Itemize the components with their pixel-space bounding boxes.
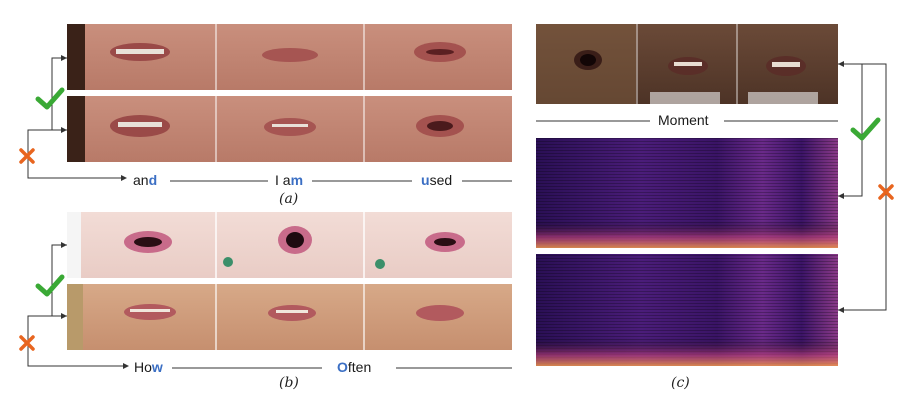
caption-b: (b): [279, 375, 299, 391]
word-i-am: I am: [272, 172, 307, 188]
check-icon: [35, 274, 65, 297]
check-icon: [850, 117, 881, 141]
panel-c-arrows: [838, 63, 887, 311]
arrow-icon: [61, 55, 67, 61]
spectrogram-bottom: [536, 254, 838, 366]
caption-c: (c): [671, 375, 690, 391]
arrow-icon: [61, 313, 67, 319]
word-how: How: [131, 359, 166, 375]
panel-b-frames: [67, 212, 512, 350]
arrow-icon: [838, 61, 844, 67]
cross-icon: [19, 148, 35, 164]
arrow-icon: [61, 127, 67, 133]
arrow-icon: [61, 242, 67, 248]
arrow-icon: [838, 307, 844, 313]
cross-icon: [878, 184, 894, 200]
arrow-icon: [838, 193, 844, 199]
panel-c-frames: [536, 24, 838, 104]
arrow-icon: [123, 363, 129, 369]
word-and: and: [130, 172, 161, 188]
spectrogram-top: [536, 138, 838, 248]
check-icon: [35, 87, 65, 110]
cross-icon: [19, 335, 35, 351]
caption-a: (a): [279, 191, 299, 207]
word-often: Often: [334, 359, 375, 375]
word-used: used: [418, 172, 456, 188]
word-moment: Moment: [655, 112, 712, 128]
arrow-icon: [121, 175, 127, 181]
panel-a-frames: [67, 24, 512, 162]
